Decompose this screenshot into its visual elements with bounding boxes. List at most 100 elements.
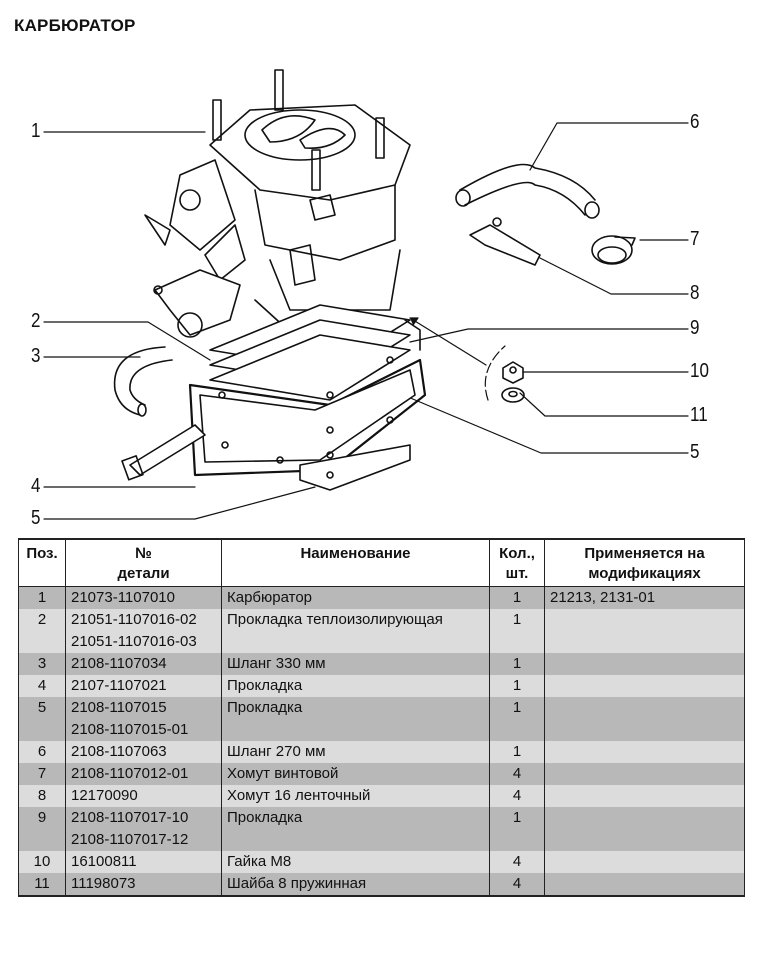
part-number-primary: 16100811 — [71, 853, 137, 870]
cell-pos: 1 — [18, 586, 66, 609]
callout-3: 3 — [31, 345, 41, 367]
cell-part-number: 11198073 — [65, 873, 222, 897]
cell-modifications — [544, 807, 745, 851]
leader-5-right — [407, 396, 689, 454]
part-number-alternate: 21051-1107016-03 — [71, 633, 197, 650]
callout-1: 1 — [31, 120, 41, 142]
cell-modifications — [544, 653, 745, 675]
cell-qty: 1 — [489, 741, 545, 763]
cell-modifications — [544, 609, 745, 653]
cell-modifications — [544, 851, 745, 873]
carburetor-body — [144, 69, 411, 351]
tube-pipe — [121, 424, 206, 481]
cell-part-number: 16100811 — [65, 851, 222, 873]
header-qty-line2: шт. — [505, 565, 529, 582]
cell-pos: 3 — [18, 653, 66, 675]
callout-10: 10 — [690, 360, 709, 382]
header-part-number-line2: детали — [117, 565, 170, 582]
cell-part-number: 2108-1107012-01 — [65, 763, 222, 785]
callout-4: 4 — [31, 475, 41, 497]
cell-pos: 2 — [18, 609, 66, 653]
cell-modifications: 21213, 2131-01 — [544, 586, 745, 609]
bracket-arc — [484, 345, 506, 401]
leader-5-bottom — [43, 486, 316, 520]
cell-part-number: 2108-1107063 — [65, 741, 222, 763]
callout-11: 11 — [690, 404, 708, 426]
cell-part-number: 12170090 — [65, 785, 222, 807]
callout-7: 7 — [690, 228, 700, 250]
cell-name: Шланг 270 мм — [221, 741, 490, 763]
washer-11 — [501, 387, 525, 403]
cell-pos: 11 — [18, 873, 66, 897]
callout-5-left: 5 — [31, 507, 41, 529]
header-part-number: № детали — [65, 538, 222, 587]
cell-part-number: 21073-1107010 — [65, 586, 222, 609]
cell-pos: 6 — [18, 741, 66, 763]
table-header-row: Поз. № детали Наименование Кол., шт. При… — [18, 538, 745, 587]
cell-qty: 1 — [489, 653, 545, 675]
page-title: КАРБЮРАТОР — [14, 16, 136, 35]
part-number-primary: 12170090 — [71, 787, 138, 804]
cell-pos: 10 — [18, 851, 66, 873]
gasket-stack — [188, 304, 427, 491]
clamp-8 — [469, 217, 541, 266]
cell-name: Прокладка теплоизолирующая — [221, 609, 490, 653]
parts-table: Поз. № детали Наименование Кол., шт. При… — [18, 538, 745, 897]
cell-pos: 7 — [18, 763, 66, 785]
part-number-primary: 2108-1107015 — [71, 699, 167, 716]
cell-name: Карбюратор — [221, 586, 490, 609]
clamp-7 — [591, 235, 636, 265]
cell-modifications — [544, 697, 745, 741]
cell-modifications — [544, 741, 745, 763]
cell-part-number: 2108-1107034 — [65, 653, 222, 675]
callout-8: 8 — [690, 282, 700, 304]
leader-11 — [519, 392, 689, 417]
part-number-alternate: 2108-1107017-12 — [71, 831, 189, 848]
cell-name: Прокладка — [221, 697, 490, 741]
cell-name: Прокладка — [221, 807, 490, 851]
cell-pos: 8 — [18, 785, 66, 807]
hose-3 — [113, 346, 173, 417]
leader-8 — [539, 257, 689, 295]
cell-name: Шланг 330 мм — [221, 653, 490, 675]
cell-name: Хомут 16 ленточный — [221, 785, 490, 807]
cell-qty: 1 — [489, 697, 545, 741]
cell-qty: 4 — [489, 873, 545, 897]
cell-pos: 4 — [18, 675, 66, 697]
header-qty-line1: Кол., — [499, 545, 535, 562]
header-qty: Кол., шт. — [489, 538, 545, 587]
arrow-nut-to-flange — [409, 317, 487, 366]
cell-name: Гайка М8 — [221, 851, 490, 873]
part-number-primary: 21073-1107010 — [71, 589, 175, 606]
header-modifications: Применяется на модификациях — [544, 538, 745, 587]
header-name: Наименование — [221, 538, 490, 587]
part-number-primary: 2108-1107017-10 — [71, 809, 189, 826]
callout-9: 9 — [690, 317, 700, 339]
carburetor-exploded-diagram — [43, 69, 689, 520]
header-part-number-line1: № — [135, 545, 152, 562]
cell-qty: 1 — [489, 609, 545, 653]
callout-5-right: 5 — [690, 441, 700, 463]
part-number-primary: 2108-1107012-01 — [71, 765, 189, 782]
header-mod-line2: модификациях — [588, 565, 701, 582]
cell-qty: 1 — [489, 586, 545, 609]
header-mod-line1: Применяется на — [584, 545, 705, 562]
cell-name: Шайба 8 пружинная — [221, 873, 490, 897]
leader-2 — [43, 321, 211, 361]
cell-qty: 4 — [489, 851, 545, 873]
part-number-primary: 2108-1107063 — [71, 743, 167, 760]
callout-6: 6 — [690, 111, 700, 133]
cell-qty: 4 — [489, 763, 545, 785]
